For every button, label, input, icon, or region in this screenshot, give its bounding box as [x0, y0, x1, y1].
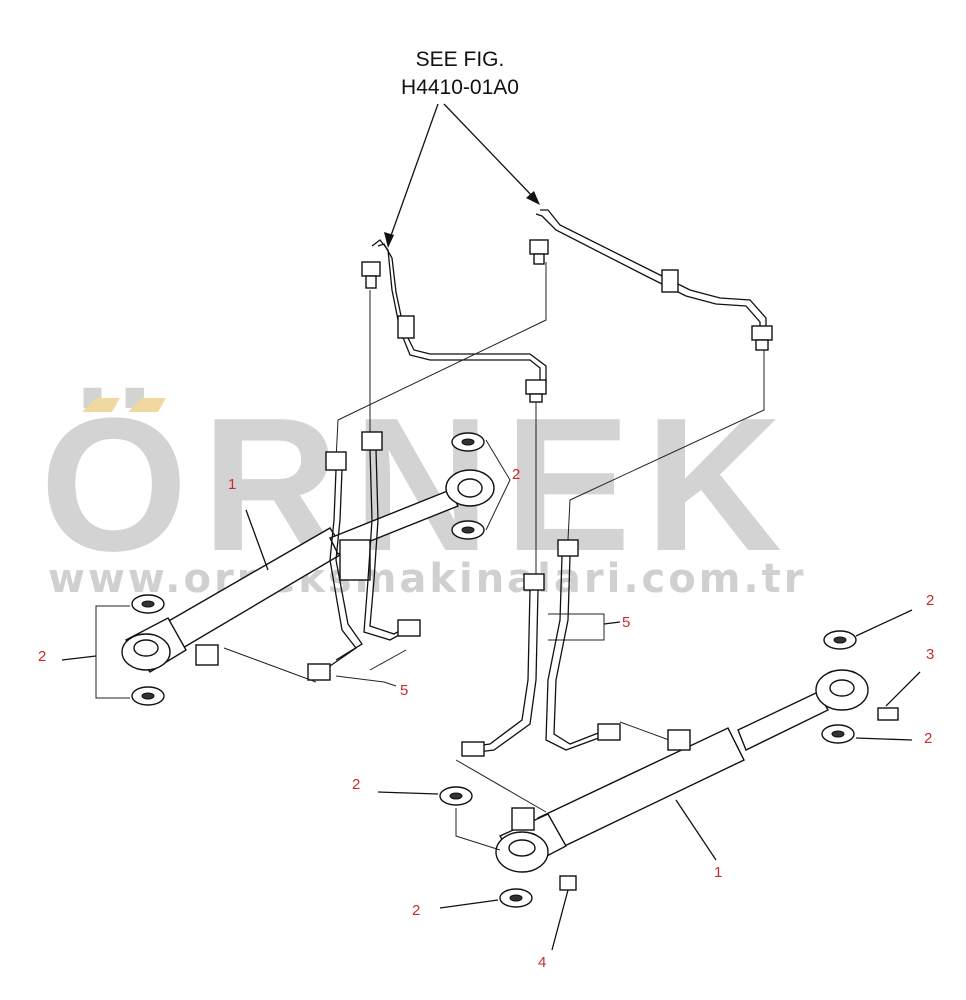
callout-5-left: 5 — [400, 682, 409, 699]
left-cylinder — [121, 469, 495, 673]
watermark-url: www.orneksmakinalari.com.tr — [48, 556, 807, 602]
callout-2-center: 2 — [352, 776, 361, 793]
reference-title-line2: H4410-01A0 — [401, 76, 519, 99]
callout-2-right-top: 2 — [926, 592, 935, 609]
callout-4: 4 — [538, 954, 547, 971]
callout-2-right-bottom: 2 — [924, 730, 933, 747]
right-hoses — [455, 539, 681, 813]
left-hoses — [223, 431, 421, 687]
callout-1-right: 1 — [714, 864, 723, 881]
right-washers — [377, 609, 921, 951]
leader-lines — [335, 262, 765, 580]
watermark-brand: ÖRNEK — [40, 379, 797, 591]
watermark-accent — [82, 398, 166, 412]
reference-title-line1: SEE FIG. — [415, 48, 505, 71]
callout-2-upper: 2 — [512, 466, 521, 483]
callout-2-left: 2 — [38, 648, 47, 665]
upper-tubes — [361, 209, 773, 403]
callout-2-bottom: 2 — [412, 902, 421, 919]
callout-5-right: 5 — [622, 614, 631, 631]
callout-1-left: 1 — [228, 476, 237, 493]
reference-arrows — [384, 103, 540, 248]
right-cylinder — [495, 669, 869, 873]
left-washers — [61, 432, 511, 706]
callout-3: 3 — [926, 646, 935, 663]
